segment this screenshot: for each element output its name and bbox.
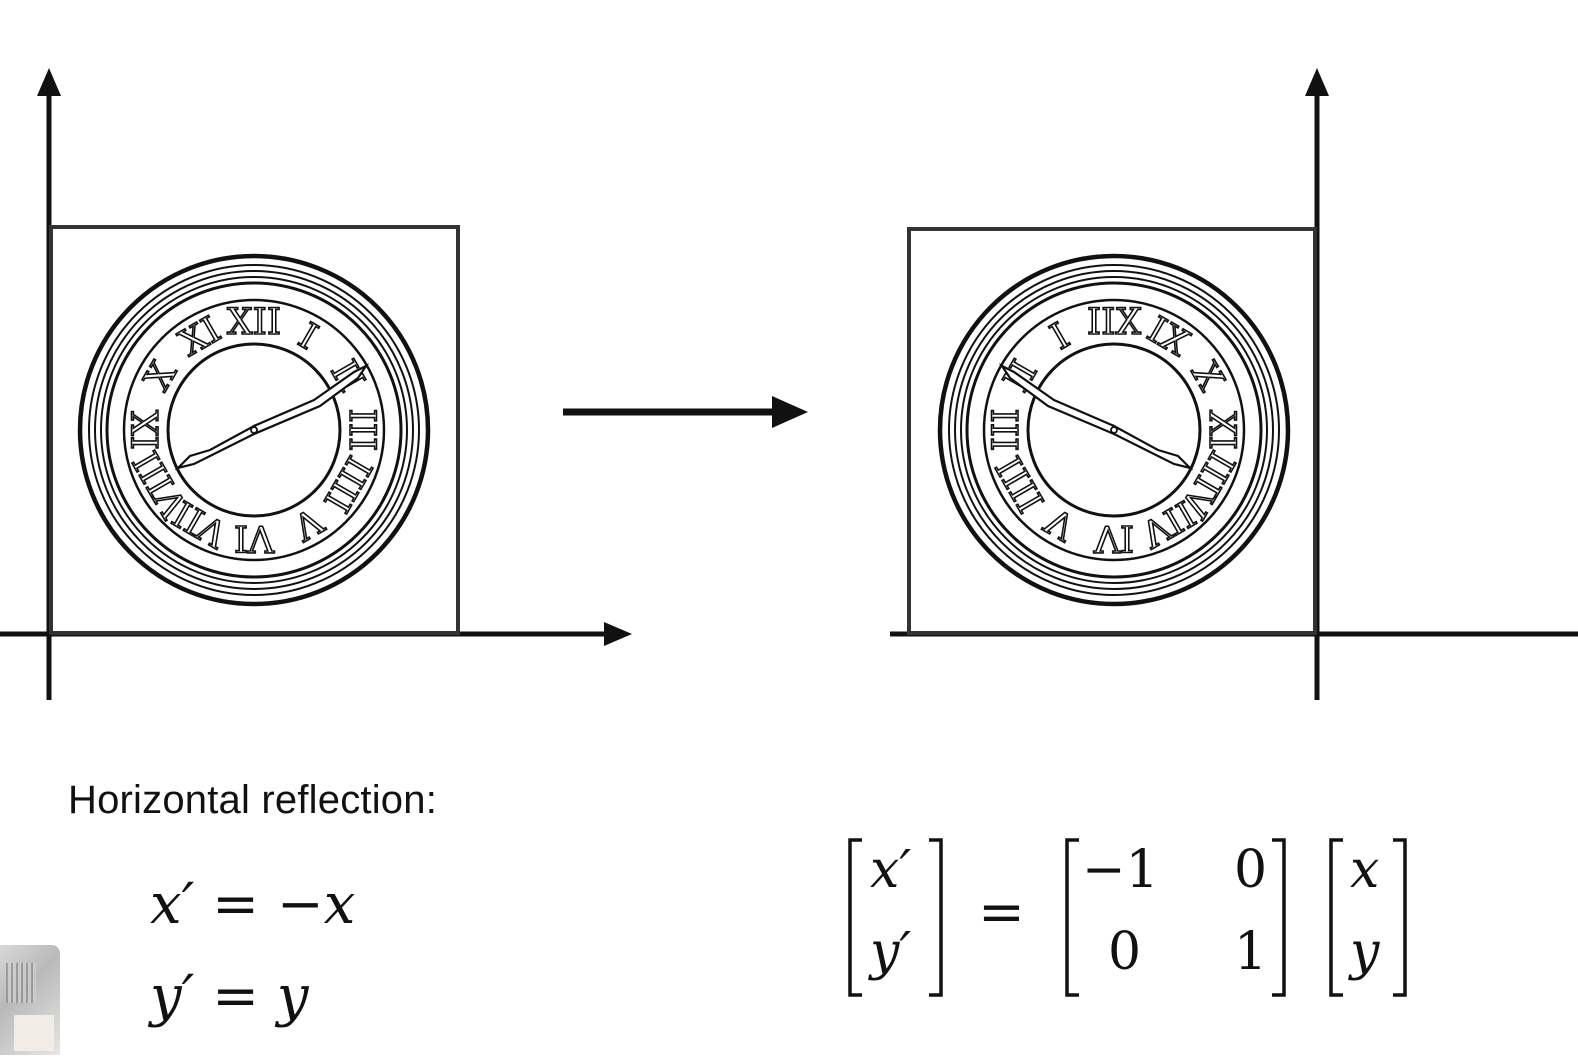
clock-numeral: XI xyxy=(173,309,228,364)
clock-numeral: XII xyxy=(227,302,281,343)
minute-hand xyxy=(252,363,370,436)
transform-arrow xyxy=(563,396,808,428)
clock-ring xyxy=(77,253,431,607)
presenter-thumbnail xyxy=(0,945,60,1055)
rhs-vector-y: y xyxy=(1350,922,1380,982)
matrix-equation: x′ y′ = −1 0 0 1 x y xyxy=(830,832,1430,1002)
left-frame xyxy=(49,225,460,635)
clock-numeral: I xyxy=(291,316,324,359)
clock-ring xyxy=(982,298,1246,562)
thumbnail-grille xyxy=(6,963,36,1003)
thumbnail-patch xyxy=(14,1015,54,1051)
clock-hub xyxy=(250,426,258,434)
clock-ring xyxy=(937,253,1291,607)
clock-numeral: III xyxy=(986,409,1027,452)
clock-ring xyxy=(105,281,403,579)
original-clock: XIIIIIIIIIIIIVVIVIIVIIIIXXXI xyxy=(77,253,431,607)
lhs-vector-x: x′ xyxy=(870,840,912,900)
clock-ring xyxy=(1026,342,1202,518)
clock-numeral: XI xyxy=(1140,309,1195,364)
clock-numeral: XII xyxy=(1087,302,1141,343)
clock-ring xyxy=(100,276,408,584)
clock-numeral: VI xyxy=(234,517,275,558)
equation-x: x′ = −x xyxy=(150,872,355,937)
matrix-a12: 0 xyxy=(1234,840,1268,900)
equation-x-rhs: −x xyxy=(276,872,356,937)
hour-hand xyxy=(174,424,256,471)
diagram-title: Horizontal reflection: xyxy=(68,778,438,822)
clock-numeral: IX xyxy=(1201,410,1242,450)
clock-numeral: I xyxy=(1044,316,1077,359)
clock-numeral: VI xyxy=(1093,517,1134,558)
clock-numeral: IIII xyxy=(315,449,379,519)
clock-ring xyxy=(166,342,342,518)
clock-numeral: IIII xyxy=(989,449,1053,519)
equation-y: y′ = y xyxy=(150,964,309,1029)
clock-ring xyxy=(122,298,386,562)
clock-ring xyxy=(960,276,1268,584)
equation-x-lhs: x′ xyxy=(150,872,195,937)
clock-ring xyxy=(948,264,1280,596)
matrix-brackets xyxy=(848,838,1407,997)
clock-hub xyxy=(1110,426,1118,434)
matrix-a11: −1 xyxy=(1082,840,1159,900)
equation-x-equals: = xyxy=(212,872,260,937)
equation-y-rhs: y xyxy=(276,964,309,1029)
equation-y-equals: = xyxy=(212,964,260,1029)
right-frame xyxy=(907,227,1317,635)
clock-ring xyxy=(88,264,420,596)
clock-ring xyxy=(965,281,1263,579)
hour-hand xyxy=(1112,424,1194,471)
clock-ring xyxy=(94,270,414,590)
matrix-a22: 1 xyxy=(1234,922,1268,982)
matrix-equals: = xyxy=(978,880,1025,945)
clock-ring xyxy=(954,270,1274,590)
clock-numeral: IX xyxy=(126,410,167,450)
lhs-vector-y: y′ xyxy=(870,922,912,982)
reflected-clock: XIIIIIIIIIIIIVVIVIIVIIIIXXXI xyxy=(937,253,1291,607)
rhs-vector-x: x xyxy=(1350,840,1380,900)
clock-numeral: III xyxy=(341,409,382,452)
equation-y-lhs: y′ xyxy=(150,964,195,1029)
matrix-a21: 0 xyxy=(1108,922,1142,982)
minute-hand xyxy=(998,363,1116,436)
